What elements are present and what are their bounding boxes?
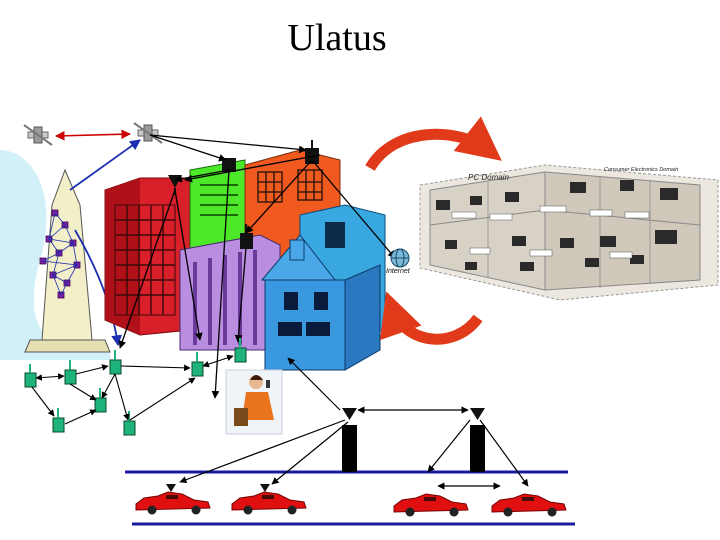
internet-label: Internet [386,268,411,275]
satellite-icon [24,125,52,145]
pc-domain-label: PC Domain [468,173,509,182]
satellite-icon [134,123,162,143]
person-phone-icon [226,370,282,434]
sensor-node-icon [25,364,36,387]
antenna-icon [222,158,236,172]
sensor-node-icon [53,408,64,432]
base-station-icon [470,408,485,472]
home-network-illustration: PC Domain Consumer Electronics Domain [420,165,718,300]
globe-icon [391,249,409,267]
car-icon [136,484,210,515]
satellite-link [56,134,130,136]
sensor-node-icon [95,388,106,412]
sensor-node-icon [110,350,121,374]
sensor-node-icon [124,411,135,435]
cycle-arrow-icon [370,134,488,168]
sensor-node-icon [192,352,203,376]
car-icon [394,494,468,517]
car-icon [492,494,566,517]
sensor-node-icon [65,360,76,384]
ce-domain-label: Consumer Electronics Domain [604,167,678,173]
car-icon [232,484,306,515]
base-station-icon [342,408,357,472]
cycle-arrow-icon [392,308,478,339]
